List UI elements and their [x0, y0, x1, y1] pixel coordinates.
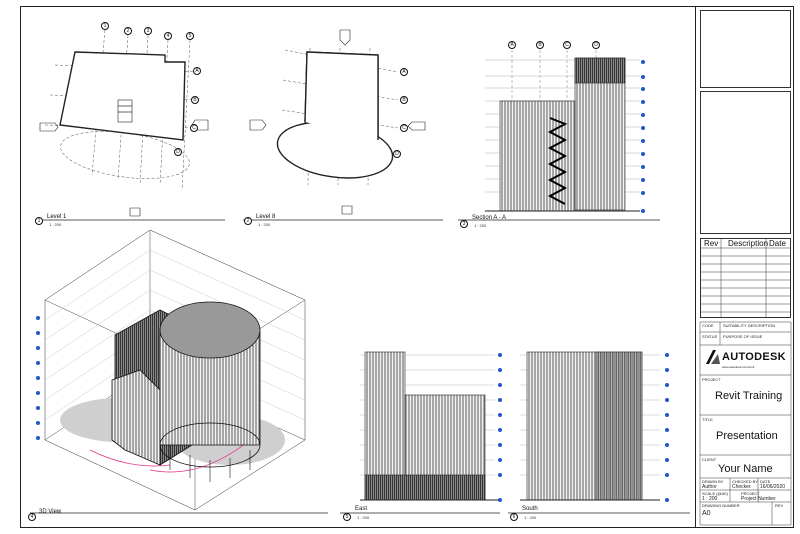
grid-bubble: B [536, 41, 544, 49]
grid-bubble: A [508, 41, 516, 49]
grid-bubble: B [191, 96, 199, 104]
drawn-by[interactable]: Author [702, 484, 717, 490]
project-label: PROJECT [702, 377, 721, 382]
grid-bubble: D [174, 148, 182, 156]
status-label: STATUS [702, 334, 718, 339]
grid-bubble: B [400, 96, 408, 104]
rev-label: REV [775, 503, 784, 508]
project-number-label: PROJECT [741, 491, 760, 496]
project-number[interactable]: Project Number [741, 496, 776, 502]
checked-by[interactable]: Checker [732, 484, 751, 490]
checked-by-label: CHECKED BY [732, 479, 759, 484]
grid-bubble: 3 [144, 27, 152, 35]
level-markers [36, 60, 669, 502]
purpose-label: PURPOSE OF ISSUE [723, 334, 763, 339]
title-block-panel [700, 91, 791, 234]
level-1-plan [39, 29, 209, 217]
brand-name: AUTODESK [722, 351, 786, 363]
view-scale: 1 : 200 [524, 515, 537, 520]
sheet-border [20, 6, 794, 528]
view-title-level-1[interactable]: Level 1 [47, 214, 67, 220]
suitability-label: SUITABILITY DESCRIPTION [723, 323, 776, 328]
view-number: 4 [28, 513, 36, 521]
section-a-a [485, 50, 640, 212]
view-scale: 1 : 200 [474, 223, 487, 228]
drawn-by-label: DRAWN BY [702, 479, 724, 484]
sheet-title[interactable]: Presentation [716, 430, 778, 442]
description-header: Description [728, 239, 769, 248]
grid-bubble: C [400, 124, 408, 132]
grid-bubble: 4 [164, 32, 172, 40]
date-header: Date [769, 239, 786, 248]
grid-bubble: A [193, 67, 201, 75]
view-number: 3 [460, 220, 468, 228]
view-number: 1 [35, 217, 43, 225]
grid-bubble: D [393, 150, 401, 158]
grid-bubble: C [563, 41, 571, 49]
level-8-plan [249, 29, 426, 215]
code-label: CODE [702, 323, 714, 328]
view-title-south[interactable]: South [522, 506, 538, 512]
grid-bubble: 1 [101, 22, 109, 30]
title-label: TITLE [702, 417, 713, 422]
scale-label: SCALE (@A0) [702, 491, 728, 496]
view-title-level-8[interactable]: Level 8 [256, 214, 276, 220]
client-label: CLIENT [702, 457, 717, 462]
revision-table [700, 238, 791, 318]
view-number: 2 [244, 217, 252, 225]
view-title-3d[interactable]: 3D View [39, 509, 62, 515]
grid-bubble: 5 [186, 32, 194, 40]
view-title-section[interactable]: Section A - A [472, 215, 507, 221]
three-d-view [44, 229, 306, 511]
view-scale: 1 : 200 [357, 515, 370, 520]
grid-bubble: 2 [124, 27, 132, 35]
project-name[interactable]: Revit Training [715, 390, 783, 402]
drawing-number-label: DRAWING NUMBER [702, 503, 740, 508]
date-label: DATE [760, 479, 771, 484]
grid-bubble: A [400, 68, 408, 76]
title-block [695, 6, 794, 528]
view-number: 5 [343, 513, 351, 521]
rev-header: Rev [704, 239, 719, 248]
client-name[interactable]: Your Name [718, 463, 773, 475]
view-title-east[interactable]: East [355, 506, 368, 512]
scale-value[interactable]: 1 : 200 [702, 496, 718, 502]
grid-bubble: D [592, 41, 600, 49]
view-number: 6 [510, 513, 518, 521]
date-value[interactable]: 16/06/2020 [760, 484, 786, 490]
east-elevation [360, 351, 500, 501]
grid-bubble: C [190, 124, 198, 132]
view-scale: 1 : 200 [49, 222, 62, 227]
title-block-panel [700, 10, 791, 88]
drawing-number[interactable]: A0 [702, 510, 711, 517]
view-scale: 1 : 200 [258, 222, 271, 227]
brand-tag: www.autodesk.com/revit [722, 365, 755, 369]
south-elevation [520, 351, 660, 501]
